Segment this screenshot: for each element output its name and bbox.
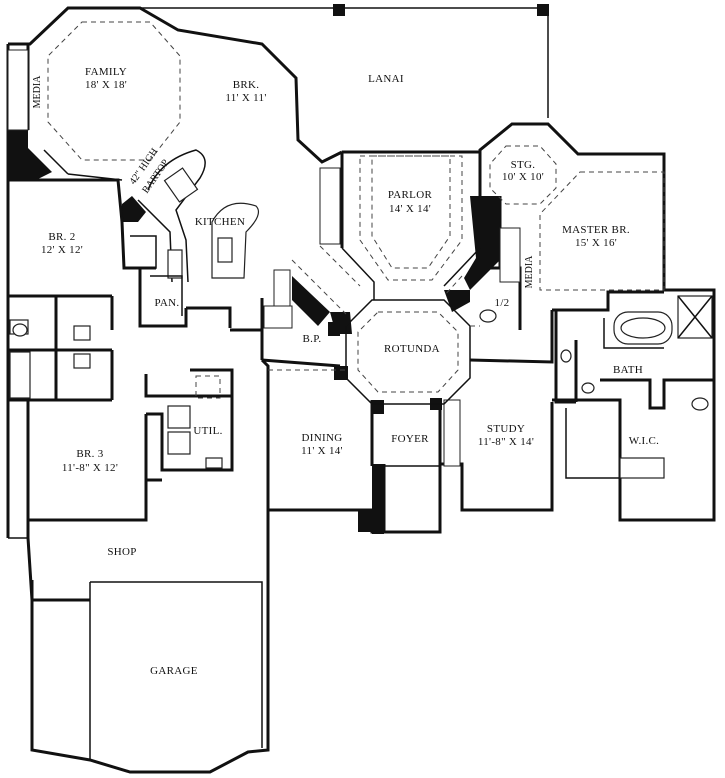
family-room (7, 21, 181, 181)
fridge-icon (167, 249, 183, 279)
toilet-icon (691, 397, 709, 411)
brk-dims: 11' X 11' (225, 92, 266, 104)
rotunda-room (268, 245, 480, 405)
bath-label: BATH (613, 364, 643, 376)
master-label: MASTER BR. (562, 224, 630, 236)
study-label: STUDY (487, 423, 525, 435)
media-label-west: MEDIA (32, 75, 43, 109)
sink-icon (73, 325, 91, 341)
rotunda-label: ROTUNDA (384, 343, 440, 355)
sink-icon (205, 457, 223, 469)
lanai-post (333, 4, 345, 16)
wic-label: W.I.C. (629, 435, 659, 447)
garage-label: GARAGE (150, 665, 198, 677)
lanai-post (537, 4, 549, 16)
util-label: UTIL. (193, 425, 222, 437)
sink-icon (163, 167, 199, 203)
window-strips (263, 167, 521, 467)
br2-dims: 12' X 12' (41, 244, 83, 256)
lanai-label: LANAI (368, 73, 404, 85)
parlor-dims: 14' X 14' (389, 203, 431, 215)
tub-icon (9, 351, 31, 399)
master-dims: 15' X 16' (575, 237, 617, 249)
storage-dims: 10' X 10' (502, 171, 544, 183)
toilet-icon (479, 309, 497, 323)
media-label-east: MEDIA (524, 255, 535, 289)
shop-label: SHOP (107, 546, 136, 558)
brk-label: BRK. (233, 79, 260, 91)
washer-icon (167, 405, 191, 429)
kitchen-label: KITCHEN (195, 216, 245, 228)
study-dims: 11'-8" X 14' (478, 436, 534, 448)
plumbing-fixtures (9, 295, 713, 469)
family-dims: 18' X 18' (85, 79, 127, 91)
parlor-label: PARLOR (388, 189, 433, 201)
sink-icon (581, 382, 595, 394)
br2-label: BR. 2 (48, 231, 75, 243)
dining-dims: 11' X 14' (301, 445, 343, 457)
parlor-room (341, 155, 481, 300)
cooktop-icon (217, 237, 233, 263)
pantry-label: PAN. (155, 297, 180, 309)
lanai-outline (68, 4, 549, 118)
sink-icon (560, 349, 572, 363)
kitchen-area (130, 149, 259, 283)
dryer-icon (167, 431, 191, 455)
half-bath-label: 1/2 (495, 297, 510, 309)
dining-label: DINING (302, 432, 343, 444)
exterior-walls (6, 6, 716, 774)
bp-label: B.P. (303, 333, 322, 345)
wic-shelf (619, 457, 665, 479)
br3-dims: 11'-8" X 12' (62, 462, 118, 474)
br3-label: BR. 3 (76, 448, 103, 460)
family-label: FAMILY (85, 66, 127, 78)
sink-icon (73, 353, 91, 369)
interior-walls (8, 171, 714, 539)
storage-label: STG. (511, 159, 536, 171)
foyer-label: FOYER (391, 433, 429, 445)
